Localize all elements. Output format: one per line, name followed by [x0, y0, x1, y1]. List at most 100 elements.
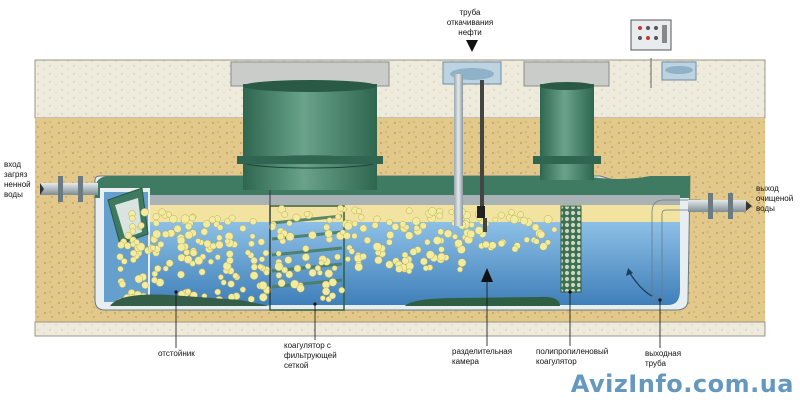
pellet	[137, 222, 145, 229]
pellet	[293, 264, 302, 273]
pellet	[399, 221, 407, 228]
pellet	[296, 284, 305, 293]
manhole-right	[523, 61, 610, 180]
pellet	[198, 268, 206, 276]
leader-lines	[175, 282, 661, 348]
watermark-logo: AvizInfo.com.ua	[570, 370, 794, 398]
pellet	[154, 265, 162, 273]
pellet	[323, 223, 331, 231]
pellet	[116, 253, 124, 261]
pellet	[214, 254, 221, 261]
pellet	[372, 242, 382, 252]
pellet	[227, 280, 235, 288]
pellet	[517, 211, 524, 218]
pellet	[188, 214, 196, 222]
pellet	[345, 256, 351, 262]
pellet	[543, 215, 553, 224]
pellet	[322, 287, 331, 296]
manhole-left	[230, 61, 390, 190]
oil-pipe-assembly	[442, 61, 502, 232]
pellet	[152, 219, 160, 227]
pellet	[277, 205, 286, 214]
pellet	[194, 256, 204, 265]
pellet	[124, 231, 133, 240]
pellet	[249, 233, 256, 240]
pellet	[162, 265, 169, 272]
pellet	[452, 233, 458, 240]
pellet	[118, 280, 127, 288]
pellet	[308, 268, 317, 277]
pellet	[358, 214, 365, 221]
pellet	[457, 266, 463, 273]
pellet	[348, 248, 355, 255]
pellet	[202, 220, 211, 229]
pellet	[420, 257, 428, 266]
pellet	[218, 274, 224, 280]
pellet	[448, 209, 455, 215]
pellet	[520, 216, 529, 226]
pellet	[177, 243, 186, 252]
pellet	[183, 255, 193, 264]
pellet	[466, 229, 476, 239]
pellet	[385, 260, 394, 269]
pellet	[324, 269, 334, 278]
pellet	[259, 293, 268, 302]
pellet	[129, 228, 136, 235]
pellet	[207, 258, 214, 265]
pellet	[152, 213, 160, 221]
pellet	[129, 215, 136, 222]
pellet	[308, 231, 317, 240]
pellet	[247, 295, 255, 303]
arrow-sep-chamber	[481, 268, 493, 282]
pellet	[344, 221, 353, 231]
pellet	[226, 256, 234, 265]
pellet	[374, 256, 383, 265]
pellet	[185, 288, 192, 295]
pellet	[497, 239, 506, 248]
pellet	[250, 257, 258, 265]
pp-coagulator	[560, 205, 582, 293]
label-coagulator: коагулятор с фильтрующей сеткой	[284, 341, 337, 370]
pellet	[386, 231, 395, 239]
pellet	[371, 221, 379, 229]
pellet	[537, 230, 546, 239]
pellet	[488, 241, 497, 250]
label-outlet-pipe: выходная труба	[645, 349, 682, 368]
label-oil-pipe: труба откачивания нефти	[446, 8, 494, 37]
pellet	[217, 224, 224, 231]
pellet	[405, 207, 413, 215]
pellet	[224, 238, 231, 245]
pellet	[437, 228, 445, 236]
pellet	[249, 271, 259, 280]
pellet	[533, 238, 540, 245]
pellet	[422, 265, 429, 272]
pellet	[405, 231, 414, 240]
pellet	[331, 265, 338, 272]
pellet	[274, 262, 284, 272]
pellet	[239, 286, 246, 293]
pellet	[424, 238, 431, 246]
pellet	[165, 211, 172, 218]
pellet	[136, 242, 146, 252]
pellet	[523, 236, 530, 243]
label-inlet: вход загряз ненной воды	[4, 160, 31, 199]
pellet	[124, 242, 132, 250]
pellet	[551, 226, 558, 233]
pellet	[158, 208, 166, 216]
pellet	[286, 220, 293, 227]
pellet	[290, 279, 300, 289]
pellet	[438, 246, 445, 253]
pellet	[208, 216, 216, 224]
pellet	[324, 229, 333, 238]
pellet	[334, 253, 341, 261]
pellet	[152, 229, 162, 239]
pellet	[200, 228, 209, 236]
pellet	[329, 292, 336, 300]
pellet	[412, 217, 421, 226]
pellet	[259, 256, 265, 263]
pellet	[275, 272, 283, 279]
sludge-deposit	[405, 296, 560, 306]
pellet	[228, 214, 236, 222]
pellet	[150, 244, 156, 251]
pellet	[277, 233, 285, 241]
